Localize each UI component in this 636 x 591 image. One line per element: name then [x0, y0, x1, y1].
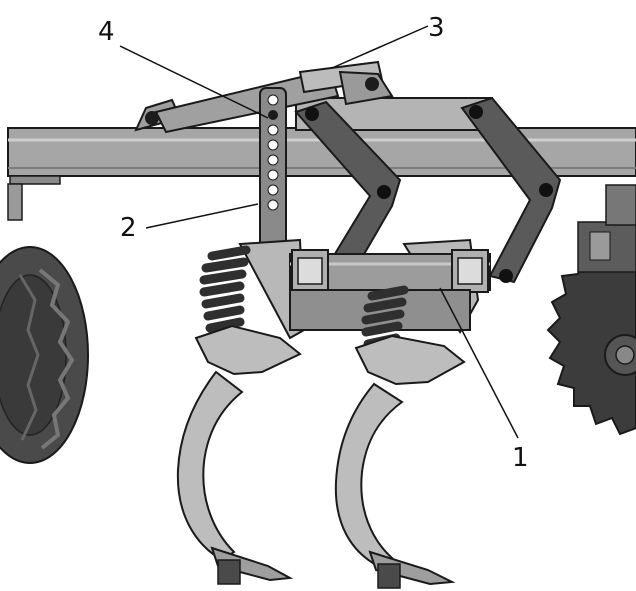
left-spring: [199, 245, 251, 333]
crossbar-tube: [238, 238, 491, 340]
leader-line-1: [439, 287, 519, 439]
leader-line-4: [119, 45, 269, 119]
right-tine: [334, 334, 466, 589]
left-tire: [0, 246, 89, 464]
left-tine: [176, 324, 302, 585]
leader-lines: [119, 25, 519, 439]
leader-line-3: [331, 25, 429, 69]
callout-label-4: 4: [98, 17, 115, 47]
callout-label-2: 2: [120, 213, 137, 243]
rear-link-arm: [460, 96, 562, 284]
front-link-arm: [294, 100, 402, 270]
leader-line-2: [145, 203, 259, 229]
adjustment-plate: [259, 87, 287, 249]
right-disc: [546, 184, 636, 436]
callout-label-1: 1: [512, 443, 529, 473]
callout-label-3: 3: [428, 13, 445, 43]
right-spring: [361, 285, 409, 349]
hydraulic-cylinder: [134, 60, 394, 134]
